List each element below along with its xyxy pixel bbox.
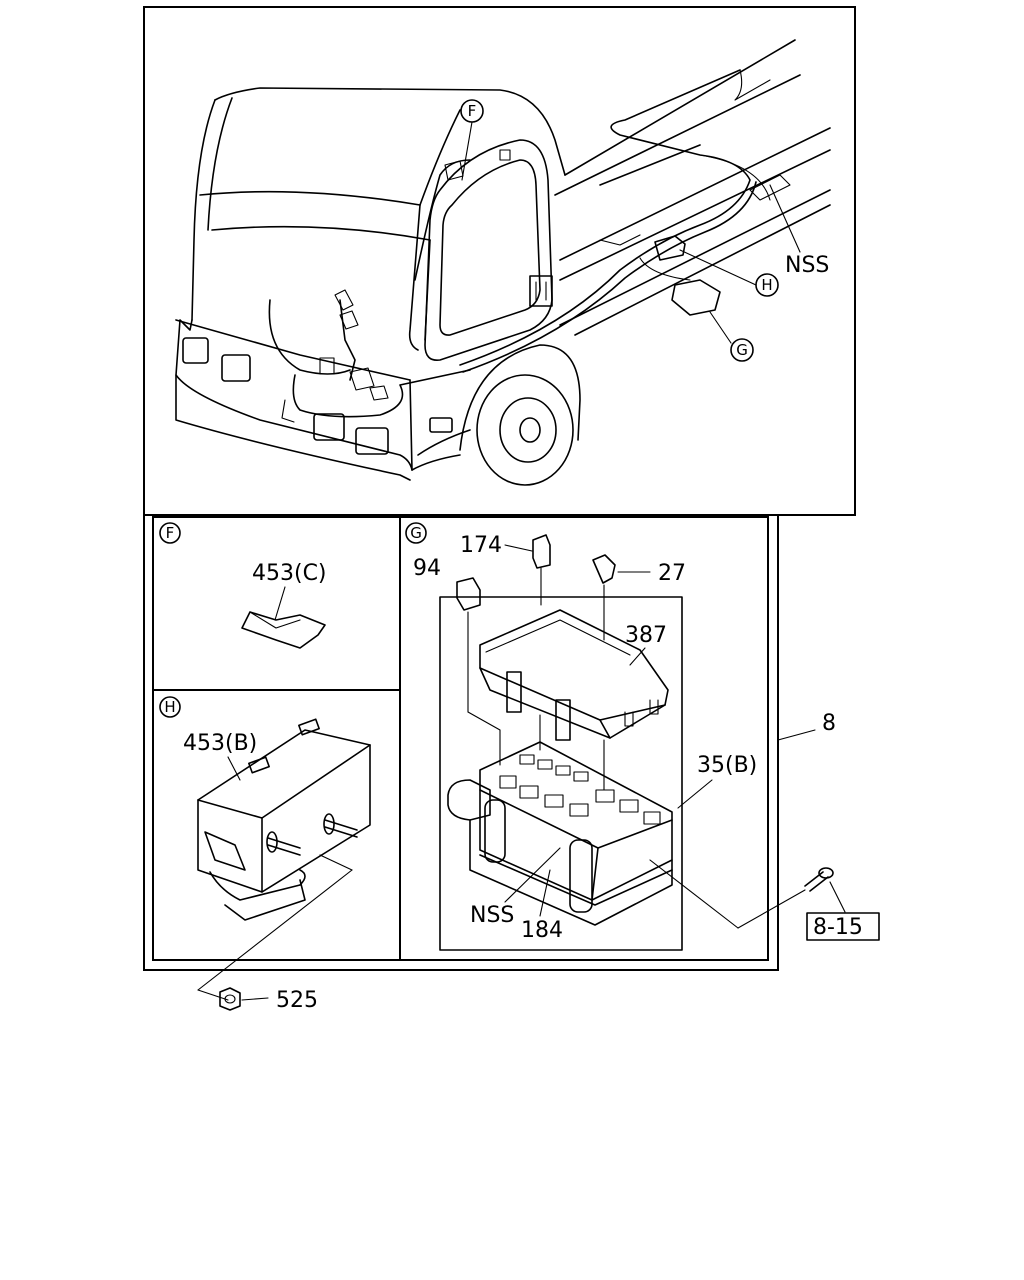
fuse-slots	[499, 754, 661, 825]
callout-G-top: G	[736, 341, 748, 359]
label-525: 525	[276, 988, 318, 1013]
panel-g-letter: G	[410, 524, 422, 542]
callout-H-top: H	[761, 276, 772, 294]
label-174: 174	[460, 533, 502, 558]
nut-525: 525	[197, 869, 353, 1013]
label-184: 184	[521, 918, 563, 943]
right-callouts: 8 8-15	[649, 711, 880, 941]
callout-F-top: F	[468, 102, 477, 120]
label-nss-box: NSS	[470, 903, 514, 928]
label-35b: 35(B)	[697, 753, 757, 778]
label-27: 27	[658, 561, 686, 586]
label-94: 94	[413, 556, 441, 581]
label-8: 8	[822, 711, 836, 736]
panel-f-detail: F 453(C)	[159, 522, 327, 649]
label-453b: 453(B)	[183, 731, 257, 756]
label-8-15: 8-15	[813, 915, 863, 940]
label-387: 387	[625, 623, 667, 648]
label-nss-top: NSS	[785, 253, 829, 278]
label-453c: 453(C)	[252, 561, 327, 586]
panel-g-detail: G 174 94 27 387 35(B)	[405, 522, 757, 943]
truck-cab-illustration	[175, 39, 831, 486]
panel-h-letter: H	[164, 698, 175, 716]
top-callouts: F H G NSS	[460, 99, 829, 362]
panel-f-letter: F	[166, 524, 175, 542]
frames	[143, 6, 856, 971]
panel-h-detail: H 453(B)	[159, 696, 371, 921]
